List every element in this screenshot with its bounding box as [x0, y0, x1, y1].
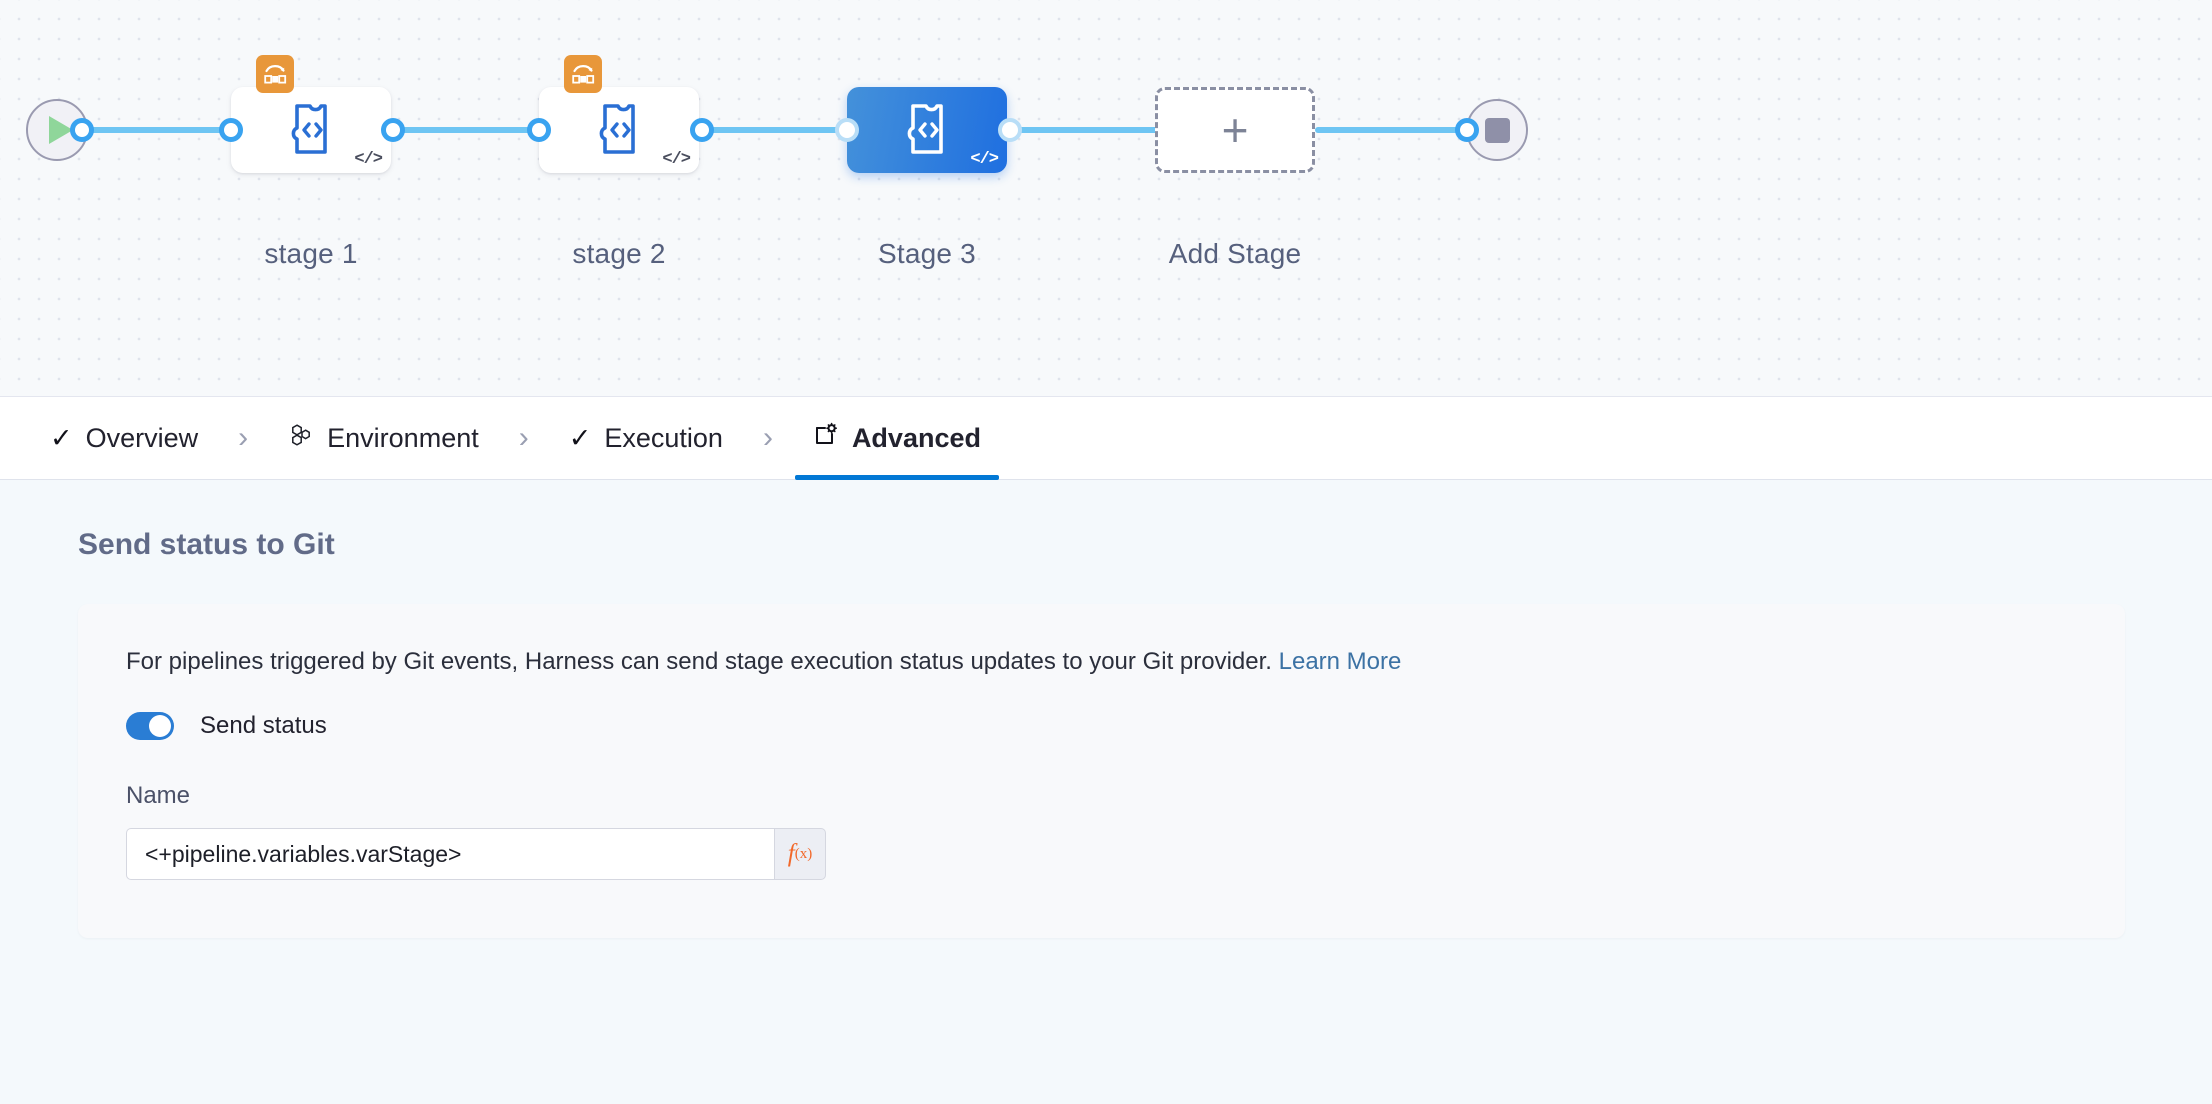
stage-3-code-marker: </> [970, 150, 999, 169]
stop-icon [1484, 117, 1510, 143]
stage-1-port-out[interactable] [381, 118, 405, 142]
connector-add-to-end [1315, 127, 1490, 133]
send-status-toggle-label: Send status [200, 712, 327, 739]
name-field-row: f(x) [126, 828, 826, 880]
stage-3-label: Stage 3 [878, 238, 976, 269]
pipeline-canvas[interactable]: </> </> </> [0, 0, 2212, 396]
end-node-port[interactable] [1455, 118, 1479, 142]
stage-2-port-out[interactable] [690, 118, 714, 142]
send-status-toggle[interactable] [126, 712, 174, 740]
play-icon [48, 116, 73, 144]
tab-separator: › [762, 421, 773, 454]
check-icon: ✓ [50, 422, 73, 453]
stage-node-3[interactable]: </> [847, 87, 1007, 173]
stage-node-1[interactable]: </> [231, 55, 391, 173]
stage-3-port-in[interactable] [835, 118, 859, 142]
custom-stage-icon [291, 104, 327, 154]
learn-more-link[interactable]: Learn More [1278, 648, 1402, 675]
stage-config-tabbar: ✓ Overview › Environment › ✓ Execution ›… [0, 396, 2212, 480]
matrix-strategy-icon [256, 55, 294, 93]
stage-3-port-out[interactable] [998, 118, 1022, 142]
hexagons-icon [288, 422, 314, 455]
advanced-panel: Send status to Git For pipelines trigger… [0, 480, 2212, 938]
matrix-strategy-icon [564, 55, 602, 93]
check-icon: ✓ [568, 422, 592, 453]
stage-node-2[interactable]: </> [539, 55, 699, 173]
stage-2-port-in[interactable] [527, 118, 551, 142]
stage-2-code-marker: </> [662, 150, 691, 169]
tab-advanced[interactable]: Advanced [794, 396, 1000, 480]
card-description: For pipelines triggered by Git events, H… [126, 648, 2125, 676]
stage-1-label: stage 1 [264, 238, 358, 269]
connector-stage1-to-stage2 [392, 127, 552, 133]
tab-advanced-label: Advanced [851, 422, 981, 453]
custom-stage-icon [599, 104, 635, 154]
fx-glyph: f [787, 840, 795, 867]
send-status-card: For pipelines triggered by Git events, H… [78, 604, 2125, 938]
add-stage-label: Add Stage [1168, 238, 1302, 269]
stage-2-label: stage 2 [572, 238, 666, 269]
connector-start-to-stage1 [86, 127, 246, 133]
expression-toggle-button[interactable]: f(x) [774, 828, 826, 880]
box-gear-icon [813, 422, 839, 455]
page-title: Send status to Git [78, 528, 335, 561]
tab-overview-label: Overview [85, 422, 199, 453]
fx-glyph-sub: (x) [794, 845, 813, 862]
name-field-label: Name [126, 782, 191, 809]
card-description-text: For pipelines triggered by Git events, H… [126, 648, 1272, 675]
stage-1-port-in[interactable] [219, 118, 243, 142]
add-stage-button[interactable]: + [1155, 87, 1315, 173]
tab-environment[interactable]: Environment [270, 396, 497, 480]
tab-separator: › [238, 421, 249, 454]
tab-execution[interactable]: ✓ Execution [551, 396, 741, 480]
connector-stage3-to-add [1008, 127, 1188, 133]
send-status-toggle-row: Send status [126, 712, 2125, 740]
toggle-knob [149, 715, 171, 737]
tab-overview[interactable]: ✓ Overview [32, 396, 216, 480]
tab-separator: › [518, 421, 529, 454]
tab-environment-label: Environment [327, 422, 479, 453]
connector-stage2-to-stage3 [700, 127, 860, 133]
name-input[interactable] [126, 828, 774, 880]
custom-stage-icon [907, 104, 943, 154]
tab-execution-label: Execution [604, 422, 723, 453]
start-node-port[interactable] [70, 118, 94, 142]
plus-icon: + [1221, 104, 1249, 156]
end-node[interactable] [1466, 99, 1528, 161]
stage-1-code-marker: </> [354, 150, 383, 169]
